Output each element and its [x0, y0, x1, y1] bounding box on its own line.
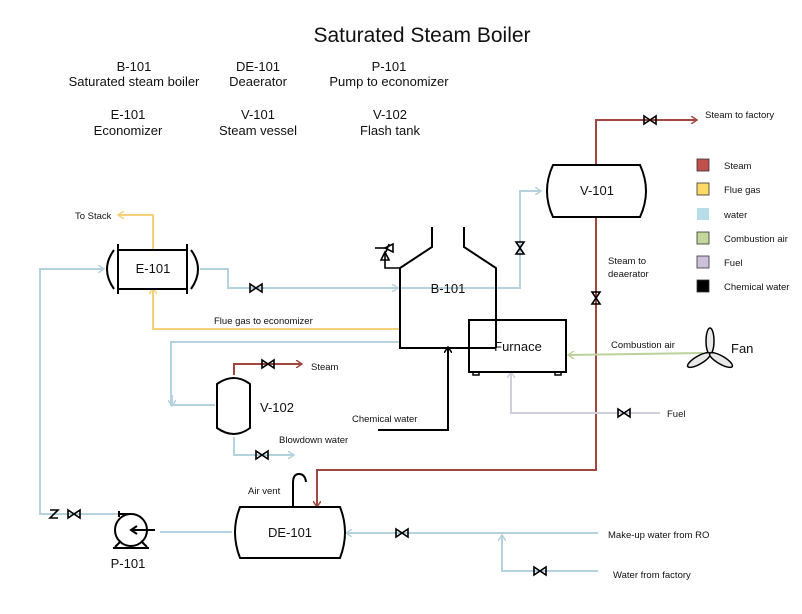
equipment-list: B-101 Saturated steam boiler DE-101 Deae…: [69, 59, 450, 138]
legend-item: Fuel: [696, 255, 742, 269]
legend-item: Flue gas: [696, 182, 761, 196]
legend-swatch: [696, 255, 710, 269]
fuel-label: Fuel: [667, 409, 685, 420]
valve-icon[interactable]: [67, 508, 81, 520]
economizer-e-101[interactable]: [106, 244, 199, 294]
chemical-water-label: Chemical water: [352, 414, 417, 425]
makeup-water-label: Make-up water from RO: [608, 530, 709, 541]
valve-icon[interactable]: [395, 527, 409, 539]
steam-to-factory-label: Steam to factory: [705, 110, 774, 121]
steam-to-deaerator-label: Steam to: [608, 256, 646, 267]
legend-label: Chemical water: [724, 282, 789, 293]
combustion-air-line: [568, 353, 704, 355]
flue-gas-line-to-stack: [118, 215, 154, 250]
legend-label: Fuel: [724, 258, 742, 269]
check-valve-icon[interactable]: [48, 509, 60, 519]
legend-label: Combustion air: [724, 234, 788, 245]
water-line-boiler-to-steam-vessel: [400, 191, 541, 289]
equipment-name: Deaerator: [229, 74, 287, 89]
fan-label: Fan: [731, 341, 753, 356]
valve-icon[interactable]: [617, 407, 631, 419]
safety-valve-icon[interactable]: [375, 242, 400, 269]
air-vent-label: Air vent: [248, 486, 281, 497]
flue-gas-to-economizer-label: Flue gas to economizer: [214, 316, 313, 327]
equipment-tag: B-101: [117, 59, 152, 74]
flash-tank-v-102[interactable]: [216, 377, 251, 435]
legend-label: water: [723, 210, 747, 221]
legend-swatch: [697, 208, 709, 220]
steam-to-deaerator-label: deaerator: [608, 269, 649, 280]
steam-line-to-factory: [595, 120, 697, 165]
flash-tank-label: V-102: [260, 400, 294, 415]
water-line-economizer-to-boiler: [200, 268, 398, 288]
legend-swatch: [696, 279, 710, 293]
equipment-tag: DE-101: [236, 59, 280, 74]
valve-icon[interactable]: [514, 241, 526, 255]
deaerator-de-101[interactable]: [234, 472, 346, 559]
legend-item: Chemical water: [696, 279, 789, 293]
water-line-pump-to-economizer: [39, 269, 120, 515]
fan-icon[interactable]: [686, 327, 735, 370]
legend-swatch: [696, 231, 710, 245]
equipment-tag: V-101: [241, 107, 275, 122]
combustion-air-label: Combustion air: [611, 340, 675, 351]
furnace[interactable]: [468, 319, 567, 376]
blowdown-water-line: [233, 437, 294, 455]
valve-icon[interactable]: [533, 565, 547, 577]
flash-steam-line: [233, 364, 302, 375]
steam-vessel-label: V-101: [580, 183, 614, 198]
legend-swatch: [696, 182, 710, 196]
to-stack-label: To Stack: [75, 211, 112, 222]
steam-vessel-v-101[interactable]: [546, 164, 647, 218]
equipment-tag: P-101: [372, 59, 407, 74]
flash-steam-label: Steam: [311, 362, 339, 373]
economizer-label: E-101: [136, 261, 171, 276]
water-from-factory-label: Water from factory: [613, 570, 691, 581]
equipment-name: Pump to economizer: [329, 74, 449, 89]
valve-icon[interactable]: [590, 291, 602, 305]
fuel-line: [511, 372, 660, 414]
valve-icon[interactable]: [261, 358, 275, 370]
legend-swatch: [696, 158, 710, 172]
chemical-water-line: [378, 347, 448, 431]
legend-item: water: [697, 208, 747, 221]
legend-label: Flue gas: [724, 185, 761, 196]
valve-icon[interactable]: [249, 282, 263, 294]
diagram-title: Saturated Steam Boiler: [313, 24, 530, 47]
equipment-name: Flash tank: [360, 123, 420, 138]
equipment-tag: V-102: [373, 107, 407, 122]
deaerator-label: DE-101: [268, 525, 312, 540]
boiler-label: B-101: [431, 281, 466, 296]
equipment-name: Steam vessel: [219, 123, 297, 138]
water-line-boiler-to-flash-tank: [170, 341, 400, 406]
steam-line-to-deaerator: [317, 217, 597, 507]
factory-water-line: [502, 535, 598, 572]
legend-item: Steam: [696, 158, 752, 172]
valve-icon[interactable]: [643, 114, 657, 126]
flue-gas-line-to-economizer: [153, 288, 400, 330]
equipment-tag: E-101: [111, 107, 146, 122]
equipment-name: Economizer: [94, 123, 163, 138]
legend-item: Combustion air: [696, 231, 788, 245]
legend-label: Steam: [724, 161, 752, 172]
blowdown-water-label: Blowdown water: [279, 435, 348, 446]
pump-label: P-101: [111, 556, 146, 571]
furnace-label: Furnace: [494, 339, 542, 354]
equipment-name: Saturated steam boiler: [69, 74, 200, 89]
valve-icon[interactable]: [255, 449, 269, 461]
pump-p-101[interactable]: [113, 511, 155, 549]
